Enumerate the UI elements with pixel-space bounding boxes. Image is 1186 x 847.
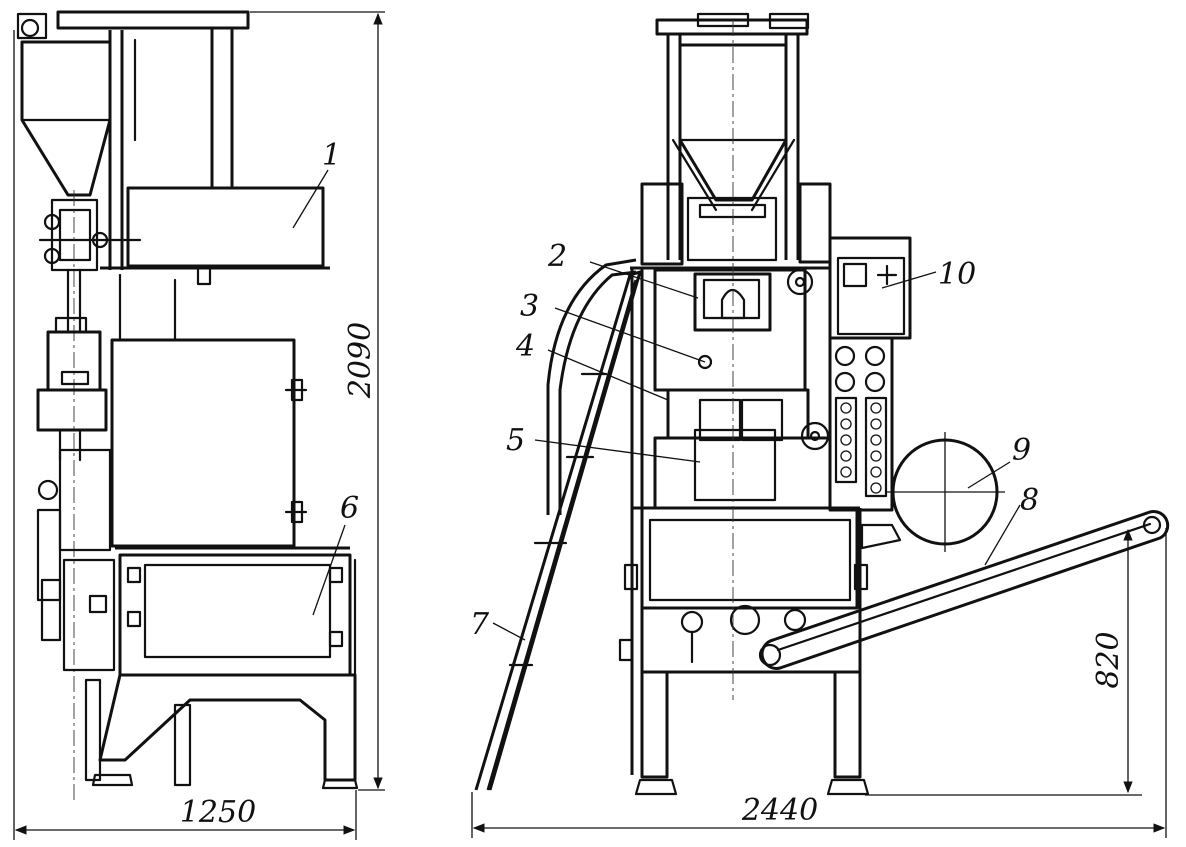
dimension-side-height: 2090 (250, 11, 385, 791)
leader-8 (984, 504, 1021, 566)
ladder-7 (474, 258, 642, 791)
dimension-conveyor-height: 820 (865, 528, 1142, 796)
leader-3 (554, 307, 706, 363)
leader-5 (534, 439, 701, 463)
side-view (16, 10, 359, 800)
conveyor-8 (758, 510, 1170, 670)
dimension-side-width: 1250 (13, 30, 357, 840)
dim-1250: 1250 (180, 795, 256, 830)
label-1: 1 (322, 138, 341, 173)
dim-820: 820 (1091, 631, 1126, 688)
leader-4 (547, 349, 669, 401)
leader-2 (589, 261, 699, 299)
front-view (474, 12, 1170, 796)
unit-1-box (126, 186, 325, 268)
label-6: 6 (340, 491, 359, 526)
dimension-front-width: 2440 (471, 528, 1167, 838)
label-8: 8 (1020, 483, 1039, 518)
unit-6-box (143, 563, 332, 659)
label-10: 10 (938, 257, 976, 292)
dim-2440: 2440 (741, 793, 818, 828)
leader-7 (492, 622, 526, 641)
label-7: 7 (470, 607, 490, 642)
label-3: 3 (520, 289, 539, 324)
leader-10 (881, 271, 937, 289)
leader-6 (312, 524, 346, 616)
label-2: 2 (547, 239, 567, 274)
label-9: 9 (1012, 433, 1031, 468)
label-5: 5 (506, 423, 525, 458)
label-4: 4 (515, 329, 535, 364)
dim-2090: 2090 (343, 322, 378, 399)
leader-9 (967, 461, 1011, 489)
leader-1 (292, 169, 329, 229)
